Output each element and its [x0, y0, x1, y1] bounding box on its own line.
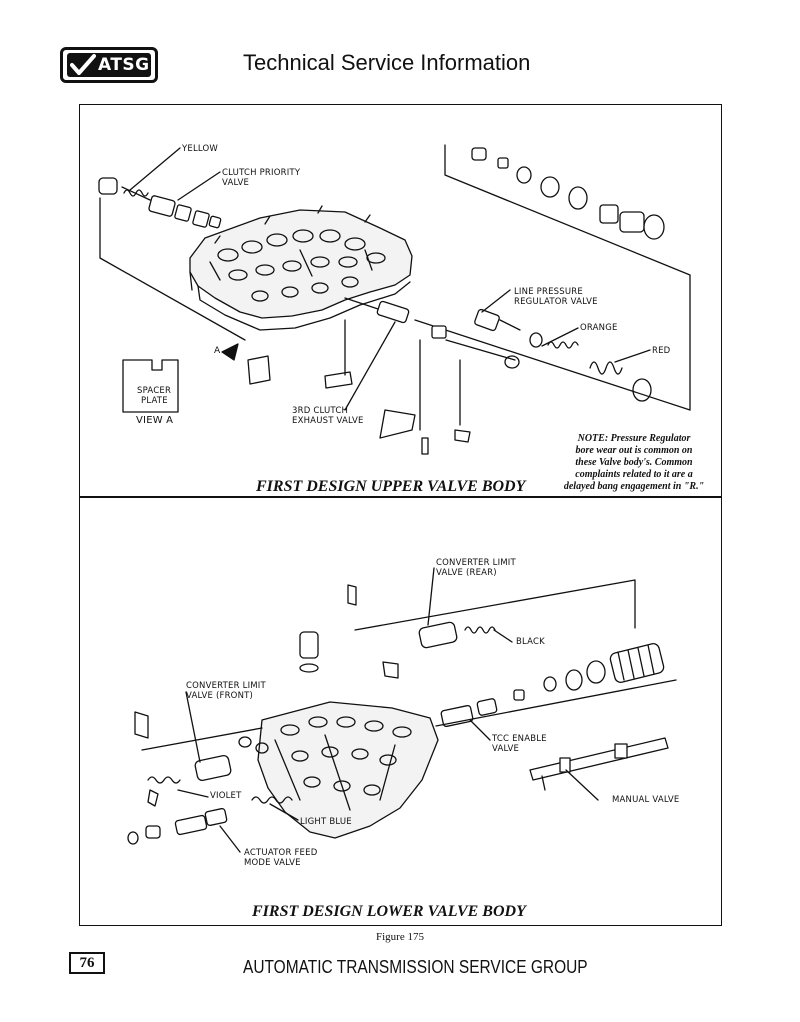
label-violet: VIOLET: [210, 791, 242, 801]
spacer-plate-shape: [122, 359, 179, 413]
footer-text: AUTOMATIC TRANSMISSION SERVICE GROUP: [243, 957, 588, 977]
label-clv-front-1: CONVERTER LIMIT: [186, 681, 266, 691]
label-actuator-1: ACTUATOR FEED: [244, 848, 318, 858]
label-tcc-2: VALVE: [492, 744, 520, 754]
label-tcc-1: TCC ENABLE: [492, 734, 547, 744]
note-line: NOTE: Pressure Regulator: [577, 433, 691, 444]
label-arrow-a: A: [214, 346, 221, 356]
label-yellow: YELLOW: [182, 144, 219, 154]
view-arrow-icon: [221, 343, 239, 361]
upper-valve-body-casting: [189, 205, 413, 331]
label-spacer-2: PLATE: [141, 396, 168, 406]
lower-caption: FIRST DESIGN LOWER VALVE BODY: [252, 903, 526, 920]
figure-frame: [79, 104, 722, 926]
clutch-priority-valve-parts: [98, 177, 246, 341]
label-clv-rear-1: CONVERTER LIMIT: [436, 558, 516, 568]
label-view-a: VIEW A: [136, 415, 174, 426]
label-actuator-2: MODE VALVE: [244, 858, 301, 868]
line-pressure-regulator-parts: [414, 144, 691, 411]
atsg-logo: ATSG: [60, 47, 158, 83]
pressure-regulator-note: NOTE: Pressure Regulator bore wear out i…: [552, 433, 716, 493]
label-third-clutch-2: EXHAUST VALVE: [292, 416, 364, 426]
label-clv-rear-2: VALVE (REAR): [436, 568, 497, 578]
label-spacer-1: SPACER: [137, 386, 172, 396]
label-red: RED: [652, 346, 671, 356]
label-clv-front-2: VALVE (FRONT): [186, 691, 254, 701]
page-title: Technical Service Information: [243, 50, 531, 75]
lower-valve-body-casting: [238, 701, 439, 839]
figure-label: Figure 175: [376, 931, 424, 943]
checkmark-icon: [70, 54, 96, 75]
label-line-pressure-2: REGULATOR VALVE: [514, 297, 598, 307]
note-line: complaints related to it are a: [575, 469, 693, 480]
label-black: BLACK: [516, 637, 545, 647]
note-line: bore wear out is common on: [575, 445, 693, 456]
frame-divider: [79, 496, 722, 498]
note-line: delayed bang engagement in "R.": [563, 481, 705, 492]
label-orange: ORANGE: [580, 323, 618, 333]
third-clutch-exhaust-parts: [247, 297, 520, 455]
note-line: these Valve body's. Common: [575, 457, 693, 468]
page-number: 76: [69, 952, 105, 974]
label-third-clutch-1: 3RD CLUTCH: [292, 406, 349, 416]
upper-caption: FIRST DESIGN UPPER VALVE BODY: [256, 478, 526, 495]
label-line-pressure-1: LINE PRESSURE: [514, 287, 583, 297]
label-clutch-priority-2: VALVE: [222, 178, 250, 188]
label-manual-valve: MANUAL VALVE: [612, 795, 680, 805]
label-clutch-priority-1: CLUTCH PRIORITY: [222, 168, 301, 178]
label-light-blue: LIGHT BLUE: [300, 817, 352, 827]
logo-text: ATSG: [98, 55, 150, 75]
lower-valve-parts: [127, 579, 677, 845]
